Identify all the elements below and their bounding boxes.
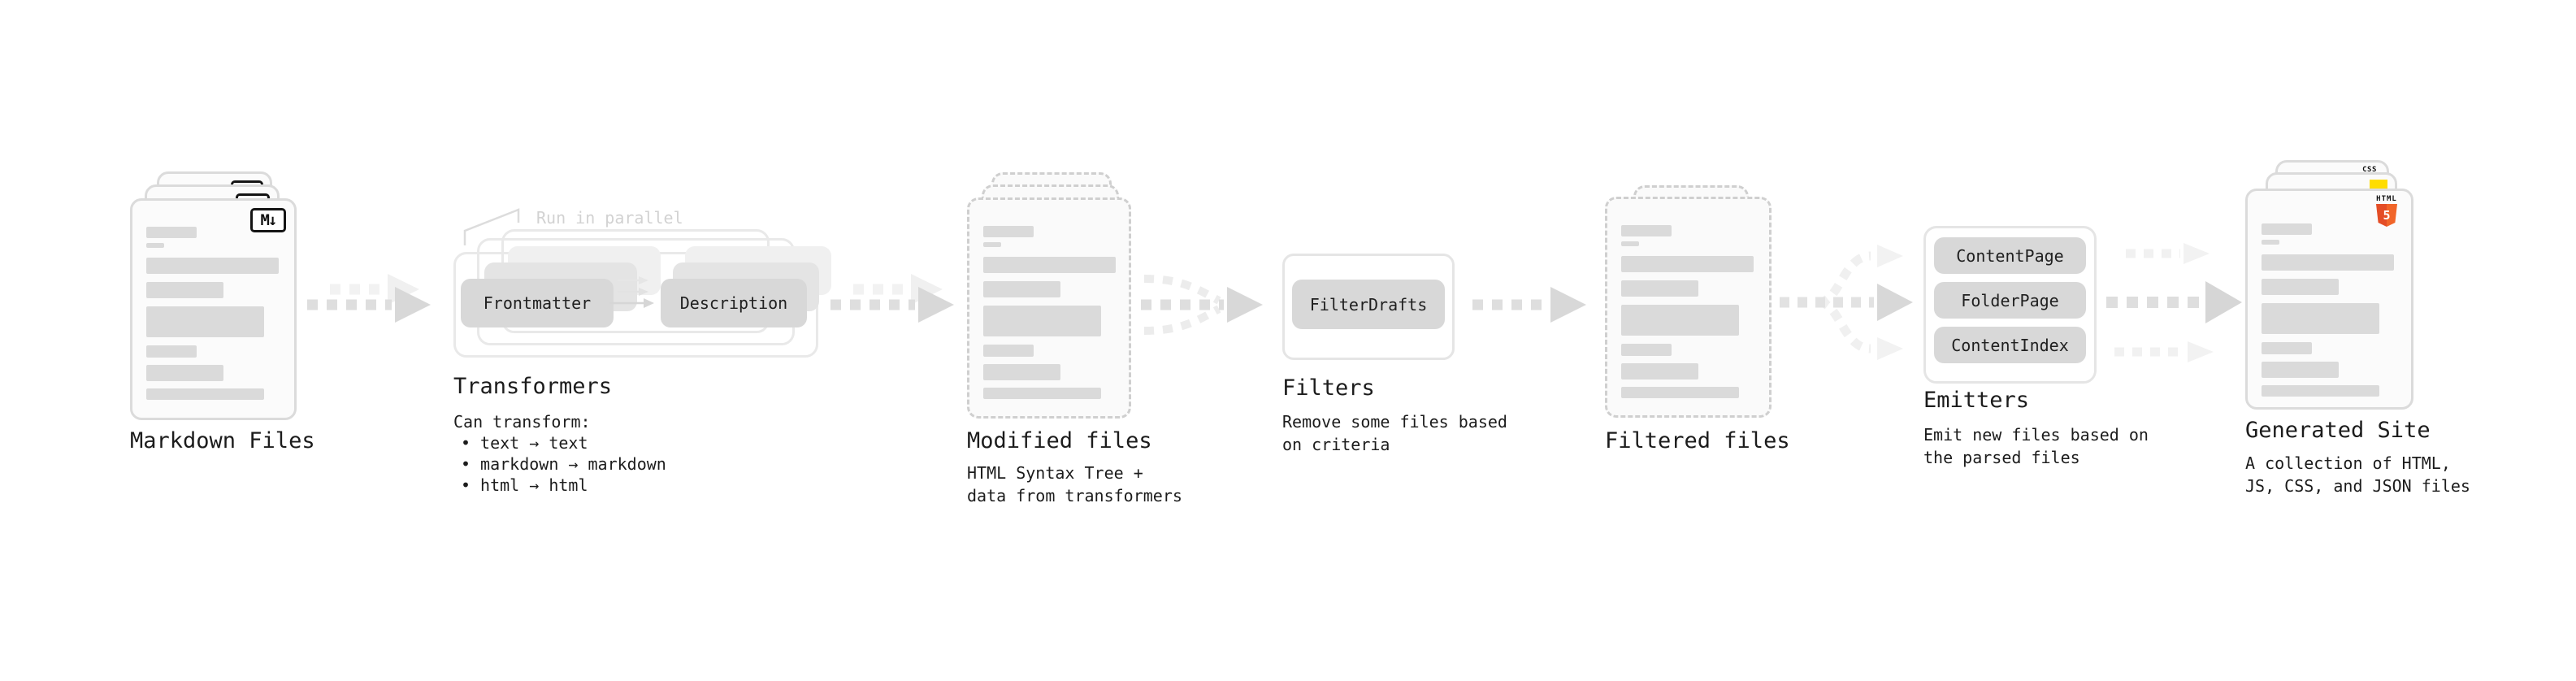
text-line-bar: [2262, 279, 2339, 295]
arrow-modified-to-filters-converge: [1141, 275, 1263, 335]
text-line-bar: [146, 306, 264, 337]
text-line-bar: [983, 388, 1101, 399]
text-line-bar: [146, 365, 223, 381]
text-line-bar: [983, 242, 1001, 247]
text-line-bar: [146, 227, 197, 238]
text-line-bar: [2262, 342, 2312, 354]
text-line-bar: [983, 306, 1101, 336]
bullet-icon: •: [461, 433, 471, 453]
doc-text-bars: [983, 226, 1116, 399]
doc-text-bars: [146, 227, 279, 400]
transform-flow-arrows: [609, 276, 654, 308]
text-line-bar: [2262, 254, 2394, 271]
stage-title-filtered-files: Filtered files: [1605, 428, 1790, 453]
emitter-content-index-chip: ContentIndex: [1934, 327, 2086, 363]
stage-title-emitters: Emitters: [1923, 388, 2030, 413]
text-line-bar: [146, 345, 197, 358]
text-line-bar: [1621, 225, 1672, 236]
text-line-bar: [983, 345, 1034, 357]
stage-title-generated-site: Generated Site: [2245, 418, 2431, 443]
filters-desc: Remove some files based on criteria: [1282, 412, 1507, 454]
emitter-content-page-chip: ContentPage: [1934, 237, 2086, 274]
run-in-parallel-note: Run in parallel: [536, 208, 683, 228]
transform-bullet: •html → html: [461, 475, 588, 495]
text-line-bar: [1621, 241, 1639, 246]
transformer-description-chip: Description: [661, 279, 807, 327]
filter-drafts-chip: FilterDrafts: [1292, 280, 1445, 329]
doc-text-bars: [2262, 223, 2394, 397]
text-line-bar: [1621, 280, 1698, 297]
transformers-desc-title: Can transform:: [453, 412, 591, 432]
arrow-filtered-to-emitters-fanout: [1780, 245, 1913, 360]
text-line-bar: [2262, 385, 2379, 397]
stage-title-modified-files: Modified files: [967, 428, 1152, 453]
generated-site-desc: A collection of HTML, JS, CSS, and JSON …: [2245, 453, 2470, 496]
text-line-bar: [146, 282, 223, 298]
text-line-bar: [983, 257, 1116, 273]
text-line-bar: [983, 281, 1060, 297]
markdown-icon: M↓: [250, 208, 286, 232]
bullet-icon: •: [461, 454, 471, 474]
text-line-bar: [146, 243, 164, 248]
arrow-transformers-to-modified: [830, 274, 954, 323]
text-line-bar: [1621, 305, 1739, 336]
text-line-bar: [1621, 387, 1739, 398]
callout-line: [463, 208, 520, 245]
document-card-front: [1605, 197, 1772, 418]
emitter-folder-page-chip: FolderPage: [1934, 282, 2086, 319]
document-card-front: [967, 197, 1131, 419]
text-line-bar: [146, 388, 264, 400]
stage-title-transformers: Transformers: [453, 374, 613, 399]
document-card-front: HTML 5: [2245, 189, 2413, 410]
js-icon: [2370, 180, 2387, 189]
text-line-bar: [2262, 240, 2279, 245]
text-line-bar: [2262, 362, 2339, 378]
text-line-bar: [1621, 256, 1754, 272]
document-card-front: M↓: [130, 198, 297, 420]
transform-bullet: •text → text: [461, 433, 588, 453]
text-line-bar: [983, 226, 1034, 237]
text-line-bar: [983, 364, 1060, 380]
bullet-icon: •: [461, 475, 471, 495]
text-line-bar: [1621, 363, 1698, 380]
arrow-emitters-to-generated: [2106, 243, 2242, 362]
doc-text-bars: [1621, 225, 1754, 398]
arrow-filters-to-filtered: [1472, 287, 1586, 323]
modified-files-desc: HTML Syntax Tree + data from transformer…: [967, 463, 1182, 505]
html5-icon: HTML 5: [2374, 195, 2400, 227]
text-line-bar: [1621, 344, 1672, 356]
text-line-bar: [146, 258, 279, 274]
arrow-markdown-to-transformers: [307, 274, 431, 323]
text-line-bar: [2262, 303, 2379, 334]
emitters-desc: Emit new files based on the parsed files: [1923, 425, 2149, 467]
transform-bullet: •markdown → markdown: [461, 454, 666, 474]
stage-title-filters: Filters: [1282, 375, 1375, 401]
text-line-bar: [2262, 223, 2312, 235]
stage-title-markdown-files: Markdown Files: [130, 428, 315, 453]
transformer-frontmatter-chip: Frontmatter: [461, 279, 614, 327]
